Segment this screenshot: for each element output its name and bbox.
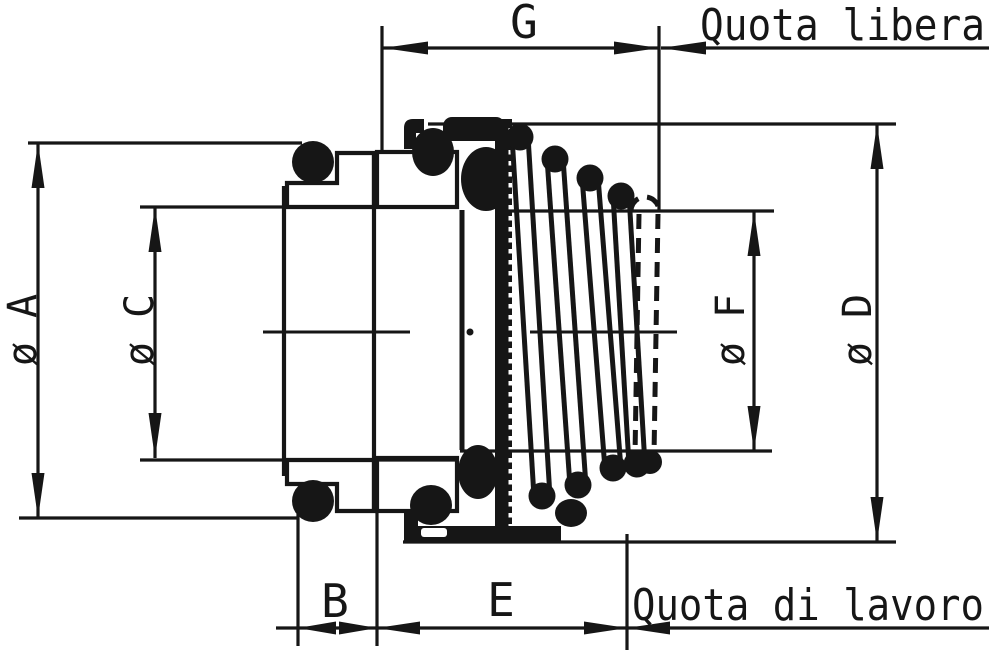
label-b: B [321,574,349,628]
rubber-bead-bottom [410,485,452,525]
label-dia-d: ø D [835,294,881,366]
oring-bottom [292,480,334,522]
spring [506,123,662,510]
label-g: G [510,0,538,49]
gland-body [281,150,377,514]
oring-top [292,141,334,183]
dimension-quota-di-lavoro: Quota di lavoro [625,534,984,650]
dimension-dia-d: ø D [403,122,896,544]
dimension-dia-c: ø C [117,205,457,462]
label-quota-libera: Quota libera [700,0,985,51]
spring-coil [607,182,651,478]
label-dia-a: ø A [0,294,46,366]
spring-coil [541,145,592,499]
boot-bottom-blob [555,499,587,527]
dimension-dia-a: ø A [0,141,302,520]
arrowhead [377,621,420,635]
arrowhead [148,207,162,252]
centerline [263,328,677,336]
arrowhead [339,621,377,635]
arrowhead [661,41,706,55]
bellows-fold-bottom [458,445,498,499]
dimension-b: B [296,514,377,646]
arrowhead [383,41,428,55]
arrowhead [747,211,761,256]
label-dia-f: ø F [708,294,754,366]
label-quota-di-lavoro: Quota di lavoro [632,580,984,631]
spring-coil-free-position-dashed [628,194,662,474]
spring-coil [576,164,627,482]
arrowhead [870,497,884,542]
arrowhead [31,143,45,188]
label-e: E [487,573,515,627]
arrowhead [31,473,45,518]
rubber-bead-top [412,128,454,176]
arrowhead [870,124,884,169]
arrowhead [298,621,336,635]
arrowhead [148,413,162,458]
dimension-quota-libera: Quota libera [661,0,989,55]
spring-coil [506,123,556,510]
arrowhead [627,621,670,635]
seal-face-bar [495,119,512,539]
arrowhead [747,406,761,451]
centerline-dot [466,328,474,336]
arrowhead [614,41,659,55]
arrowhead [584,621,627,635]
dimension-e: E [375,512,627,646]
boot-bottom-notch [421,528,447,537]
dimension-g: G [380,0,661,212]
dimension-dia-f: ø F [460,209,774,453]
label-dia-c: ø C [117,294,163,366]
retainer-hook [404,119,424,149]
